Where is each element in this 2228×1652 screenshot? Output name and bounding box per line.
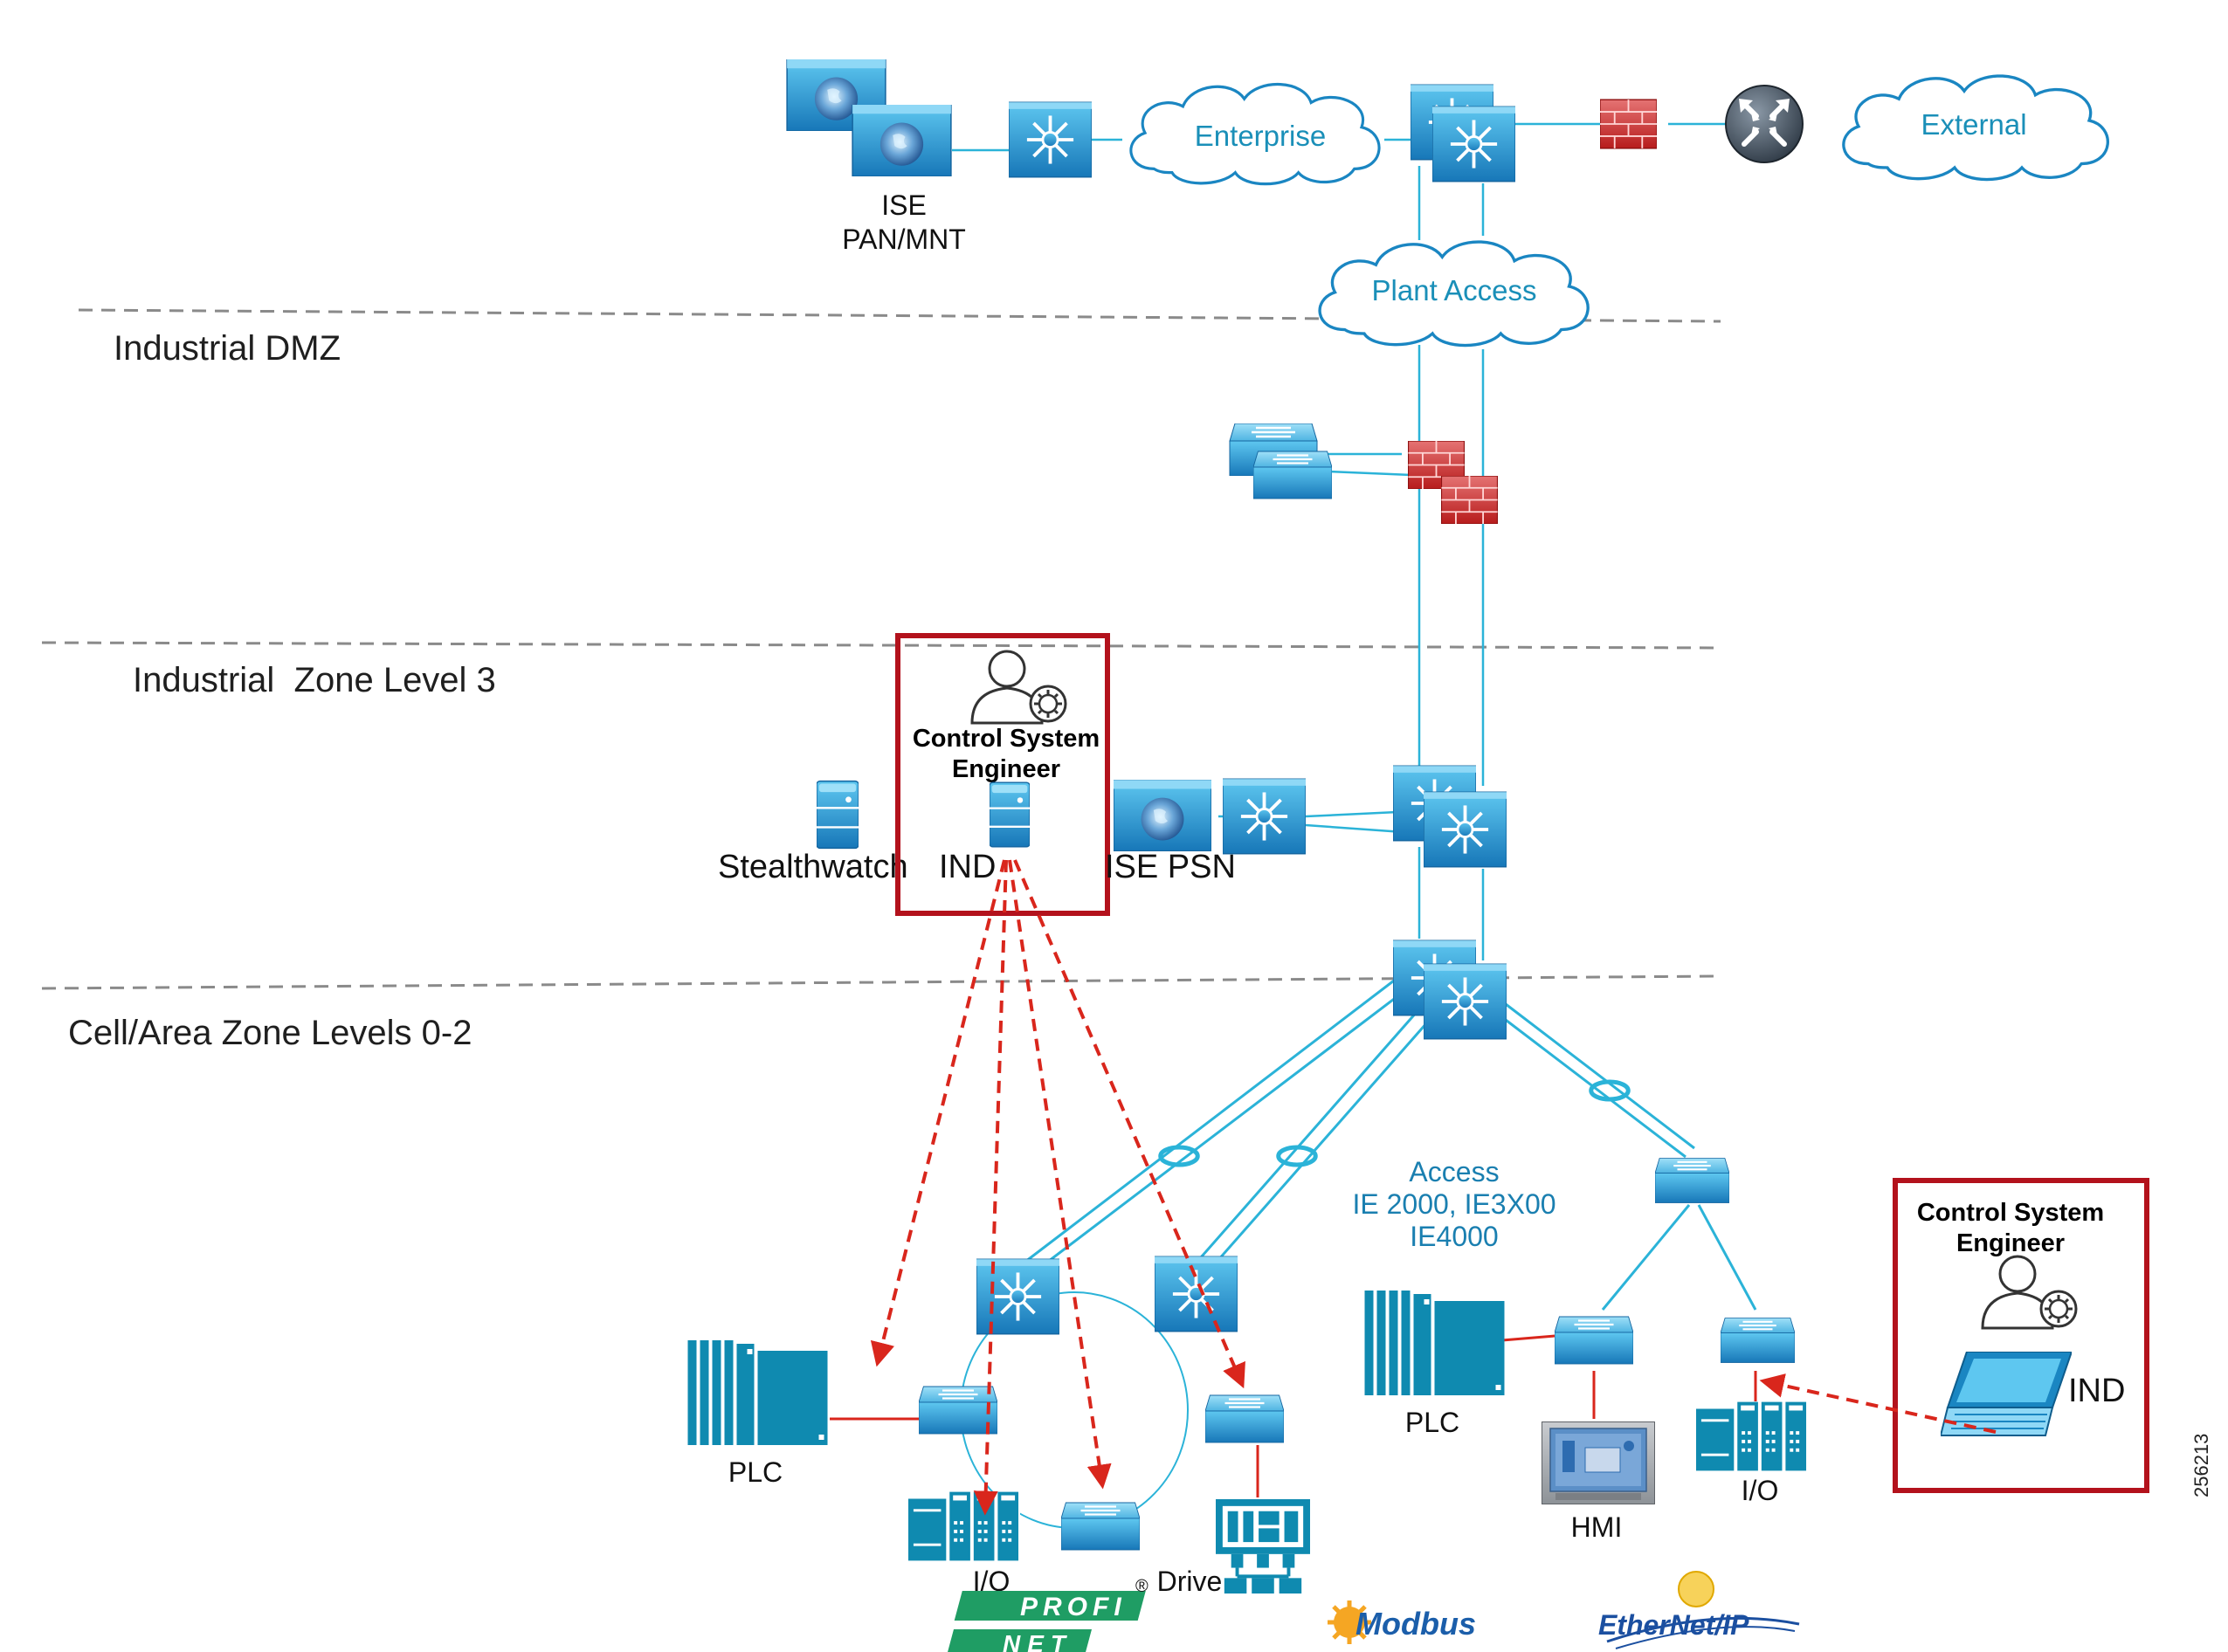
profinet-logo: PROFI NET ®: [946, 1577, 1148, 1652]
layer3-switch-icon-level3: [1223, 777, 1306, 856]
plc-right-label: PLC: [1405, 1407, 1459, 1438]
firewall-icon-external: [1600, 99, 1657, 149]
cse-level3-label-line1: Control System: [913, 725, 1100, 753]
switch-icon-ring-left: [919, 1385, 997, 1435]
modbus-logo: Modbus: [1328, 1600, 1476, 1644]
laptop-icon: [1941, 1352, 2072, 1436]
switch-icon-access-hmi: [1555, 1315, 1633, 1366]
cloud-label-plant-access: Plant Access: [1372, 274, 1537, 306]
plc-icon-left: [687, 1340, 828, 1445]
server-icon-stealthwatch: [817, 780, 859, 850]
zone-label-cell: Cell/Area Zone Levels 0-2: [68, 1014, 472, 1052]
switch-icon-access-io: [1721, 1317, 1795, 1364]
core-links: [952, 122, 1729, 960]
firewall-icon-dmz-2: [1441, 476, 1498, 524]
layer3-switch-icon-core-2: [1432, 105, 1515, 183]
layer3-switch-icon-ring-1: [976, 1257, 1059, 1336]
router-icon: [1726, 86, 1803, 162]
drive-icon: [1216, 1499, 1310, 1593]
ethernetip-logo: EtherNet/IP: [1598, 1571, 1800, 1649]
access-label-line1: Access: [1409, 1156, 1499, 1187]
cse-level3-label-line2: Engineer: [952, 755, 1060, 783]
cloud-label-external: External: [1921, 108, 2026, 141]
plc-icon-right: [1364, 1291, 1505, 1395]
io-module-icon-left: [908, 1491, 1020, 1561]
profinet-top-text: PROFI: [1020, 1593, 1127, 1621]
cse-cell-label-line1: Control System: [1917, 1199, 2104, 1227]
figure-number: 256213: [2190, 1434, 2212, 1497]
profinet-registered: ®: [1135, 1577, 1148, 1596]
io-right-label: I/O: [1742, 1475, 1779, 1506]
server-icon-ind: [990, 781, 1030, 848]
layer3-switch-icon-cell-2: [1424, 962, 1507, 1041]
user-icon-cse-cell: [1981, 1255, 2078, 1330]
stealthwatch-label: Stealthwatch: [718, 849, 908, 885]
user-icon-cse-level3: [970, 650, 1067, 725]
switch-icon-ring-right: [1205, 1394, 1284, 1444]
ise-label-line2: PAN/MNT: [842, 224, 966, 255]
switch-icon-access-top: [1655, 1157, 1729, 1204]
highlight-box-cse-level3: [895, 633, 1110, 916]
ring-uplinks: [1021, 976, 1757, 1311]
ise-label-line1: ISE: [881, 189, 927, 221]
zone-divider-level3: [41, 641, 1721, 650]
ise-psn-icon: [1114, 780, 1211, 851]
layer3-switch-icon-dist-2: [1424, 790, 1507, 869]
ethernetip-text: EtherNet/IP: [1598, 1609, 1749, 1641]
ind-discovery-flows: [870, 859, 1997, 1516]
ise-psn-label: ISE PSN: [1105, 849, 1236, 885]
layer3-switch-icon-ring-2: [1155, 1255, 1238, 1333]
access-label-line3: IE4000: [1410, 1221, 1498, 1252]
layer3-switch-icon-enterprise: [1009, 100, 1092, 179]
cloud-label-enterprise: Enterprise: [1195, 120, 1326, 152]
ind-laptop-label: IND: [2068, 1373, 2125, 1409]
drive-label: Drive: [1157, 1566, 1223, 1597]
modbus-text: Modbus: [1355, 1606, 1476, 1642]
switch-icon-dmz-2: [1253, 450, 1332, 500]
io-module-icon-right: [1696, 1401, 1808, 1471]
hmi-icon: [1542, 1421, 1655, 1504]
zone-label-level3: Industrial Zone Level 3: [133, 661, 496, 699]
plc-left-label: PLC: [728, 1456, 783, 1488]
zone-label-dmz: Industrial DMZ: [114, 329, 341, 368]
profinet-bottom-text: NET: [1003, 1630, 1073, 1652]
ind-server-label: IND: [939, 849, 996, 885]
switch-icon-ring-bottom: [1061, 1501, 1140, 1552]
access-label-line2: IE 2000, IE3X00: [1352, 1188, 1555, 1220]
cse-cell-label-line2: Engineer: [1956, 1229, 2065, 1257]
ise-server-icon-2: [852, 105, 952, 176]
highlight-box-cse-cell: [1893, 1178, 2149, 1493]
field-links: [830, 1334, 1757, 1497]
hmi-label: HMI: [1571, 1511, 1623, 1543]
